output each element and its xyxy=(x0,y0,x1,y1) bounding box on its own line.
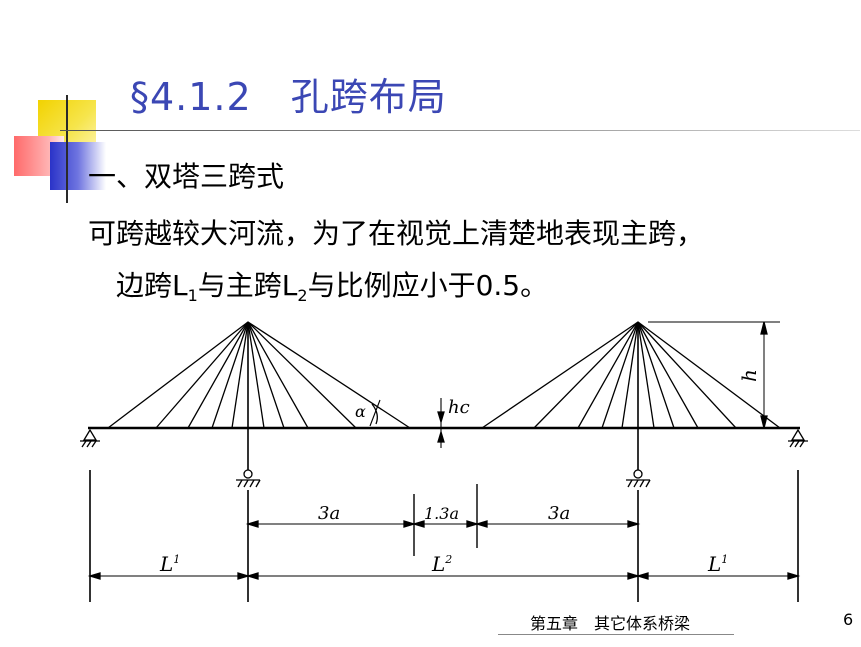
para2-sub-1: 1 xyxy=(187,286,198,305)
L1-left-main: L xyxy=(159,552,173,576)
dim-right-label: 3a xyxy=(548,503,570,524)
L2-main: L xyxy=(431,552,445,576)
footer-underline xyxy=(498,634,734,635)
dim-left-label: 3a xyxy=(318,503,340,524)
L1-left-sub: 1 xyxy=(173,553,180,566)
right-tower-foundation xyxy=(626,469,651,488)
h-arrow-bottom xyxy=(760,415,768,429)
left-end-support xyxy=(80,428,100,448)
L2-label: L2 xyxy=(431,552,452,576)
para2-part-2: 与主跨L xyxy=(197,269,298,302)
L1-left-label: L1 xyxy=(159,552,180,576)
right-end-support xyxy=(788,428,808,448)
alpha-angle-arc xyxy=(371,403,378,425)
para2-part-3: 与比例应小于0.5。 xyxy=(307,269,549,302)
title-underline xyxy=(60,130,860,131)
alpha-label: α xyxy=(355,402,366,421)
decor-vertical-line xyxy=(66,95,68,203)
left-tower-cables xyxy=(107,321,411,429)
dim-mid-label: 1.3a xyxy=(424,504,459,523)
L1-right-main: L xyxy=(707,552,721,576)
L1-right-label: L1 xyxy=(707,552,728,576)
h-label: h xyxy=(737,369,761,382)
L1-right-sub: 1 xyxy=(721,553,728,566)
left-tower-foundation xyxy=(236,469,261,488)
alpha-pointer xyxy=(369,399,381,427)
footer-chapter: 第五章 其它体系桥梁 xyxy=(530,614,691,633)
section-heading: 一、双塔三跨式 xyxy=(88,160,285,193)
body-text-line-2: 边跨L1与主跨L2与比例应小于0.5。 xyxy=(116,264,548,305)
para2-part-1: 边跨L xyxy=(116,269,188,302)
page-number: 6 xyxy=(843,610,854,629)
para2-sub-2: 2 xyxy=(297,286,308,305)
hc-arrow-up xyxy=(437,429,445,443)
hc-label: hc xyxy=(448,397,470,418)
decor-blue-square xyxy=(50,142,106,190)
h-arrow-top xyxy=(760,321,768,335)
right-tower-cables xyxy=(481,321,781,429)
body-text-line-1: 可跨越较大河流，为了在视觉上清楚地表现主跨， xyxy=(88,217,705,250)
slide-title: §4.1.2 孔跨布局 xyxy=(130,75,447,119)
hc-arrow-down xyxy=(437,411,445,425)
L2-sub: 2 xyxy=(444,553,452,566)
